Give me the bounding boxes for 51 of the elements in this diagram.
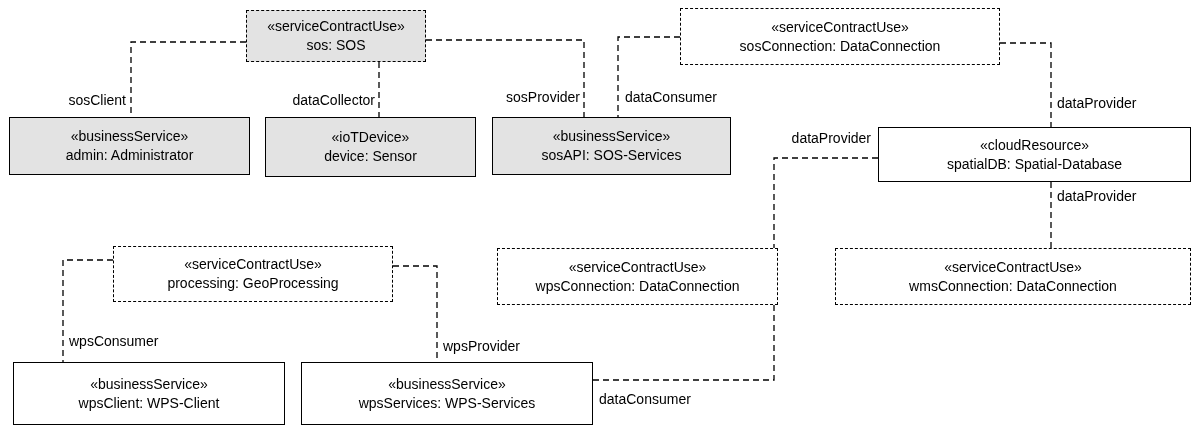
connector-line bbox=[378, 61, 380, 118]
part-box bbox=[878, 127, 1191, 182]
part-name: admin: Administrator bbox=[65, 146, 194, 165]
stereotype-label: «serviceContractUse» bbox=[771, 17, 909, 37]
stereotype-label: «businessService» bbox=[90, 374, 208, 394]
stereotype-label: «serviceContractUse» bbox=[568, 257, 707, 277]
part-name: sosConnection: DataConnection bbox=[739, 36, 941, 56]
connector-line bbox=[425, 39, 585, 118]
connector-line bbox=[999, 42, 1052, 128]
edge-label: sosProvider bbox=[505, 89, 581, 105]
collaboration-use-box bbox=[497, 248, 778, 305]
part-box bbox=[301, 362, 593, 425]
connector-line bbox=[62, 259, 114, 363]
stereotype-label: «serviceContractUse» bbox=[267, 17, 405, 36]
collaboration-use-box bbox=[113, 246, 393, 302]
stereotype-label: «businessService» bbox=[70, 127, 189, 146]
part-box bbox=[13, 362, 285, 425]
stereotype-label: «serviceContractUse» bbox=[944, 257, 1082, 277]
part-name: spatialDB: Spatial-Database bbox=[946, 154, 1123, 174]
edge-label: dataConsumer bbox=[624, 89, 718, 105]
collaboration-use-box bbox=[835, 248, 1191, 305]
stereotype-label: «businessService» bbox=[552, 127, 671, 146]
part-name: wpsServices: WPS-Services bbox=[358, 393, 536, 413]
edge-label: dataProvider bbox=[1056, 188, 1138, 204]
part-box bbox=[9, 117, 250, 175]
connector-line bbox=[773, 157, 879, 249]
edge-label: wpsConsumer bbox=[68, 333, 160, 349]
part-name: device: Sensor bbox=[324, 147, 417, 166]
part-name: wmsConnection: DataConnection bbox=[909, 276, 1117, 296]
collaboration-use-box bbox=[246, 10, 426, 62]
stereotype-label: «cloudResource» bbox=[980, 135, 1089, 155]
collaboration-use-box bbox=[680, 8, 1000, 65]
connector-line bbox=[617, 36, 681, 118]
connector-line bbox=[592, 304, 775, 381]
edge-label: dataProvider bbox=[790, 130, 872, 146]
edge-label: wpsProvider bbox=[442, 338, 522, 354]
stereotype-label: «businessService» bbox=[388, 374, 506, 394]
part-box bbox=[265, 117, 476, 177]
stereotype-label: «ioTDevice» bbox=[331, 128, 410, 147]
connector-line bbox=[1050, 181, 1052, 249]
edge-label: dataCollector bbox=[291, 92, 376, 108]
part-name: sos: SOS bbox=[306, 36, 366, 55]
part-name: wpsConnection: DataConnection bbox=[535, 276, 740, 296]
part-name: sosAPI: SOS-Services bbox=[541, 146, 682, 165]
part-name: processing: GeoProcessing bbox=[167, 274, 339, 293]
edge-label: dataConsumer bbox=[598, 391, 692, 407]
part-box bbox=[492, 117, 731, 175]
stereotype-label: «serviceContractUse» bbox=[184, 255, 322, 274]
part-name: wpsClient: WPS-Client bbox=[78, 393, 220, 413]
edge-label: dataProvider bbox=[1056, 95, 1138, 111]
edge-label: sosClient bbox=[67, 92, 127, 108]
